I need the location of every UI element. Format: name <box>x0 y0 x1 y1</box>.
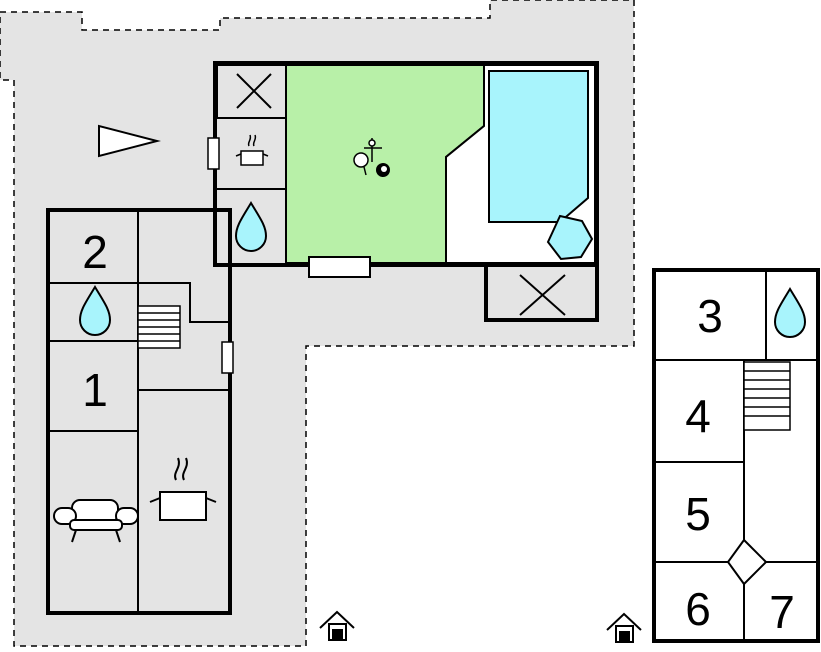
stairs-icon <box>743 361 791 431</box>
left-building <box>46 208 232 615</box>
room-number-4: 4 <box>685 390 711 442</box>
cooking-pot-icon <box>149 457 217 521</box>
room-number-6: 6 <box>685 583 711 635</box>
water-drop-icon <box>773 287 807 338</box>
table-tennis-icon <box>353 138 382 176</box>
room-number-7: 7 <box>769 586 795 638</box>
sofa-icon <box>53 499 139 543</box>
window-mark <box>207 137 220 170</box>
window-mark <box>221 341 234 374</box>
room-number-3: 3 <box>697 290 723 342</box>
water-drop-icon <box>78 285 112 336</box>
door-mark <box>308 256 371 278</box>
house-entrance-icon <box>319 610 355 641</box>
cooking-pot-icon <box>235 134 269 166</box>
room-number-5: 5 <box>685 488 711 540</box>
room-number-2: 2 <box>82 226 108 278</box>
swimming-pool <box>488 70 589 223</box>
water-drop-icon <box>234 201 268 252</box>
pool-room <box>445 64 596 264</box>
billiard-ball-icon <box>376 163 390 177</box>
arrow-icon <box>98 124 161 158</box>
parasol-icon <box>546 214 594 261</box>
stairs-icon <box>137 305 181 349</box>
house-entrance-icon <box>606 612 642 643</box>
bed-cross-icon <box>484 263 599 322</box>
room-number-1: 1 <box>82 364 108 416</box>
